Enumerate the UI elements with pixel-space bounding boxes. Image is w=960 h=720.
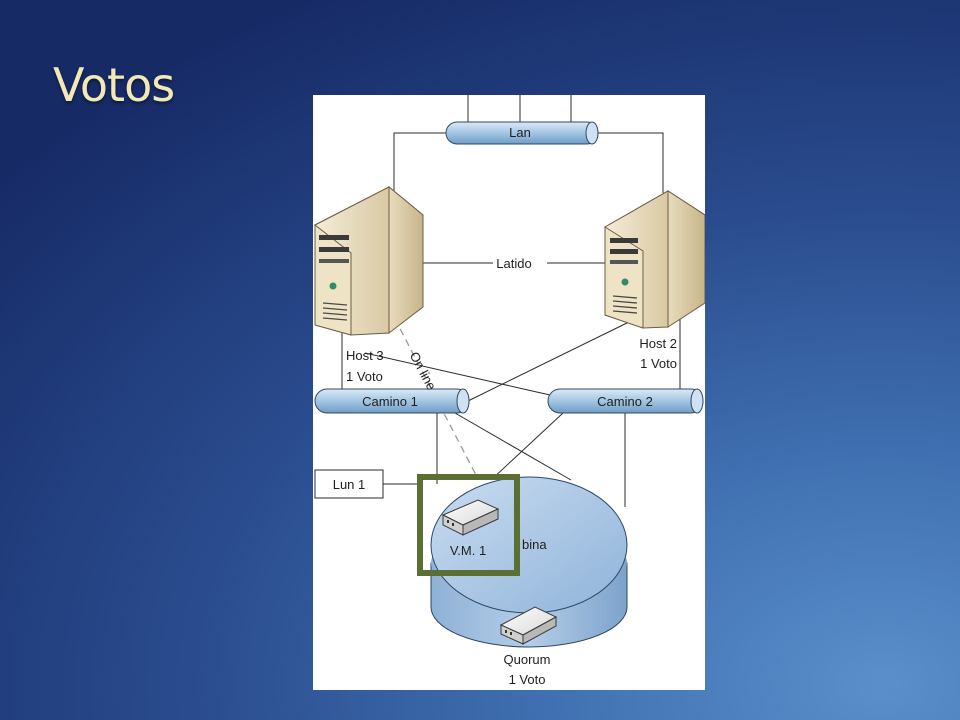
lun-label: Lun 1 (333, 477, 366, 492)
online-label: On line (407, 349, 440, 392)
path1-label: Camino 1 (362, 394, 418, 409)
host2-server-icon (604, 190, 705, 329)
host2-name: Host 2 (639, 336, 677, 351)
quorum-device-icon (499, 606, 558, 645)
path2-bus: Camino 2 (547, 388, 704, 414)
lun-box: Lun 1 (314, 469, 384, 499)
heartbeat-label: Latido (496, 256, 531, 271)
vm-label: V.M. 1 (450, 543, 486, 558)
host2-votes: 1 Voto (640, 356, 677, 371)
quorum-votes: 1 Voto (509, 672, 546, 687)
slide-title: Votos (53, 58, 175, 112)
vm-highlight-box: V.M. 1 (417, 474, 520, 576)
host3-votes: 1 Voto (346, 369, 383, 384)
quorum-name: Quorum (504, 652, 551, 667)
path1-bus: Camino 1 (314, 388, 470, 414)
storage-label: bina (522, 537, 547, 552)
connection-lines (341, 95, 681, 507)
host3-name: Host 3 (346, 348, 384, 363)
path2-label: Camino 2 (597, 394, 653, 409)
host3-server-icon (314, 185, 424, 336)
lan-bus: Lan (445, 121, 599, 145)
vm-device-icon (441, 499, 500, 536)
cluster-diagram: Lan Latido Host 3 1 Voto (313, 95, 705, 690)
lan-label: Lan (509, 125, 531, 140)
